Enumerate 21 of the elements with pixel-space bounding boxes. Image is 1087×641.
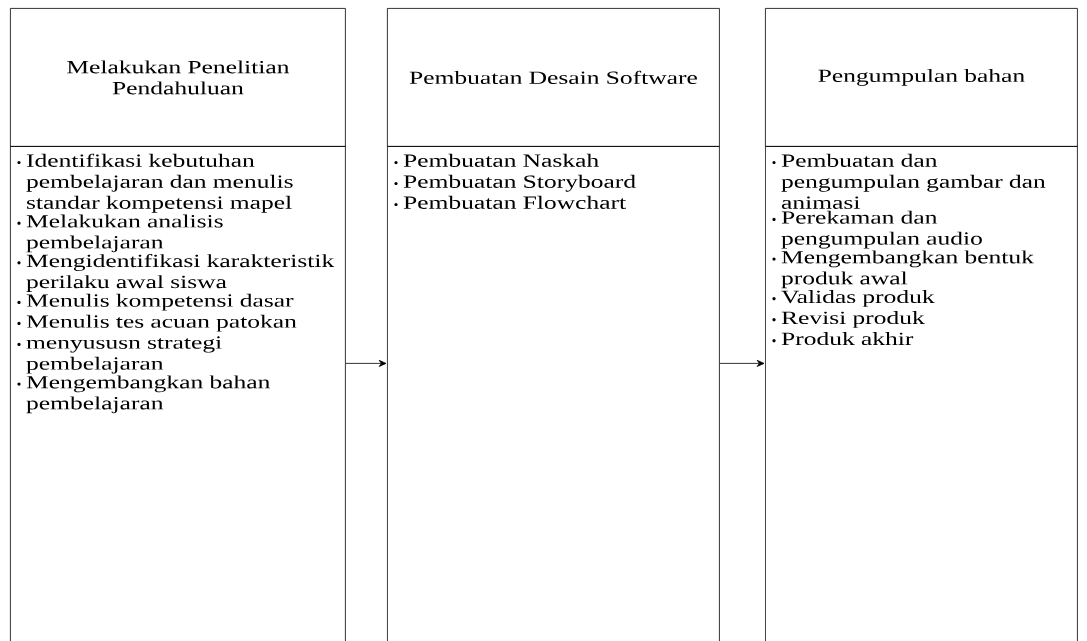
bullet-item: Pembuatan Storyboard [394, 174, 636, 192]
bullet-item: Mengidentifikasi karakteristik perilaku awal siswa [17, 253, 335, 292]
bullet-item: menyususn strategi pembelajaran [17, 336, 222, 374]
bullet-item: Validas produk [772, 290, 935, 307]
arrow [719, 359, 765, 367]
bullet-item: Produk akhir [772, 332, 914, 346]
bullet-item: Pembuatan dan pengumpulan gambar dan animasi [772, 153, 1046, 209]
arrow [345, 359, 387, 367]
bullet-item: Pembuatan Naskah [394, 153, 599, 167]
bullet-item: Pembuatan Flowchart [394, 195, 626, 209]
header-box: Melakukan Penelitian Pendahuluan [10, 8, 346, 147]
bullet-item: Perekaman dan pengumpulan audio [772, 210, 982, 249]
bullet-item: Identifikasi kebutuhan pembelajaran dan menulis standar kompetensi mapel [17, 153, 293, 213]
bullet-item: Menulis kompetensi dasar [17, 293, 294, 311]
bullet-item: Menulis tes acuan patokan [17, 314, 297, 332]
bullet-item: Melakukan analisis pembelajaran [17, 214, 223, 253]
header-box: Pengumpulan bahan [765, 8, 1078, 147]
bullet-item: Revisi produk [772, 311, 925, 328]
header-box: Pembuatan Desain Software [387, 8, 720, 147]
bullet-item: Mengembangkan bentuk produk awal [772, 250, 1034, 289]
bullet-item: Mengembangkan bahan pembelajaran [17, 375, 270, 414]
